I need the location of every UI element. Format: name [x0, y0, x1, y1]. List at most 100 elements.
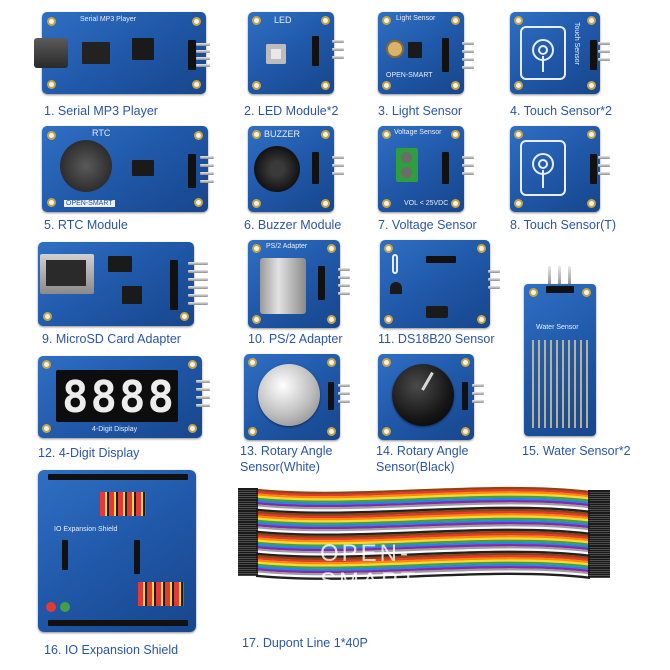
connector-housing	[588, 545, 610, 547]
buzzer-icon	[254, 146, 300, 192]
connector-housing	[588, 518, 610, 521]
connector-housing	[238, 558, 258, 561]
connector-housing	[238, 529, 258, 532]
connector-housing	[588, 512, 610, 514]
connector-housing	[588, 549, 610, 552]
connector-housing	[238, 549, 258, 552]
microsd-board	[38, 242, 194, 326]
connector-housing	[238, 512, 258, 515]
dupont-wire	[255, 502, 591, 510]
rtc-brand-label: OPEN-SMART	[64, 200, 115, 207]
connector-housing	[588, 536, 610, 539]
connector-housing	[238, 488, 258, 490]
connector-housing	[588, 501, 610, 503]
light-board: Light Sensor OPEN-SMART	[378, 12, 464, 94]
dupont-wire	[255, 566, 591, 574]
mp3-board-label: Serial MP3 Player	[80, 16, 137, 23]
water-trace-grid	[532, 340, 588, 428]
dupont-wire	[255, 500, 591, 508]
dupont-wire	[255, 508, 591, 517]
thermometer-icon	[392, 254, 398, 274]
touch-board: Touch Sensor	[510, 12, 600, 94]
connector-housing	[238, 569, 258, 572]
connector-housing	[588, 558, 610, 561]
display-board-label: 4-Digit Display	[92, 426, 138, 433]
connector-housing	[588, 551, 610, 554]
caption-display: 12. 4-Digit Display	[38, 446, 140, 460]
connector-housing	[588, 564, 610, 567]
dupont-wire	[255, 557, 591, 565]
caption-ds18b20: 11. DS18B20 Sensor	[378, 332, 495, 346]
dupont-wire	[255, 513, 591, 521]
dupont-wire	[255, 537, 591, 545]
dupont-wire	[255, 533, 591, 541]
connector-housing	[238, 536, 258, 539]
ps2-board: PS/2 Adapter	[248, 240, 340, 328]
caption-rotary-white-2: Sensor(White)	[240, 460, 320, 474]
connector-housing	[238, 490, 258, 493]
dupont-wire	[255, 493, 591, 501]
connector-housing	[238, 545, 258, 548]
ds18b20-board	[380, 240, 490, 328]
ldr-icon	[386, 40, 404, 58]
connector-housing	[238, 567, 258, 570]
connector-housing	[588, 527, 610, 530]
dupont-wire	[255, 504, 591, 512]
connector-housing	[588, 505, 610, 508]
rotary-black-board	[378, 354, 474, 440]
connector-housing	[238, 507, 258, 510]
connector-housing	[588, 569, 610, 572]
connector-housing	[588, 560, 610, 563]
connector-housing	[238, 571, 258, 574]
caption-rtc: 5. RTC Module	[44, 218, 128, 232]
connector-housing	[238, 525, 258, 528]
connector-housing	[238, 510, 258, 512]
open-smart-label: OPEN-SMART	[386, 72, 433, 79]
rtc-board: RTC OPEN-SMART	[42, 126, 208, 212]
dupont-wire-bundle	[238, 486, 610, 580]
shield-board-label: IO Expansion Shield	[54, 526, 118, 533]
white-knob-icon	[258, 364, 320, 426]
connector-housing	[238, 492, 258, 495]
connector-housing	[238, 494, 258, 497]
connector-housing	[588, 503, 610, 506]
colored-pin-block	[100, 492, 146, 516]
connector-housing	[588, 490, 610, 492]
analog-pin-block	[138, 582, 184, 606]
dupont-wire	[255, 568, 591, 576]
sd-card-slot-icon	[40, 254, 94, 294]
sd-slot	[82, 42, 110, 64]
dupont-wire	[255, 555, 591, 563]
water-board-label: Water Sensor	[536, 324, 579, 331]
dupont-wire	[255, 550, 591, 558]
dupont-wire	[255, 572, 591, 580]
dupont-wire	[255, 528, 591, 536]
connector-housing	[238, 540, 258, 543]
connector-housing	[588, 573, 610, 576]
dupont-wire	[255, 506, 591, 514]
caption-rotary-black-1: 14. Rotary Angle	[376, 444, 469, 458]
dupont-wire	[255, 548, 591, 556]
seven-segment-display: 8888	[56, 370, 178, 423]
connector-housing	[588, 514, 610, 517]
coin-battery-icon	[60, 140, 112, 192]
connector-housing	[588, 562, 610, 565]
dupont-wire	[255, 497, 591, 506]
connector-housing	[588, 525, 610, 528]
caption-touch: 4. Touch Sensor*2	[510, 104, 612, 118]
dupont-wire	[255, 522, 591, 530]
mount-hole	[47, 80, 56, 89]
caption-mp3: 1. Serial MP3 Player	[44, 104, 158, 118]
connector-housing	[238, 547, 258, 550]
connector-housing	[238, 534, 258, 537]
dupont-wire	[255, 495, 591, 503]
connector-housing	[238, 499, 258, 501]
connector-housing	[238, 496, 258, 499]
connector-housing	[588, 553, 610, 556]
mount-hole	[47, 17, 56, 26]
mount-hole	[192, 80, 201, 89]
dupont-wire	[255, 511, 591, 519]
caption-led: 2. LED Module*2	[244, 104, 339, 118]
connector-housing	[238, 562, 258, 565]
watermark: OPEN-SMART	[320, 540, 419, 595]
